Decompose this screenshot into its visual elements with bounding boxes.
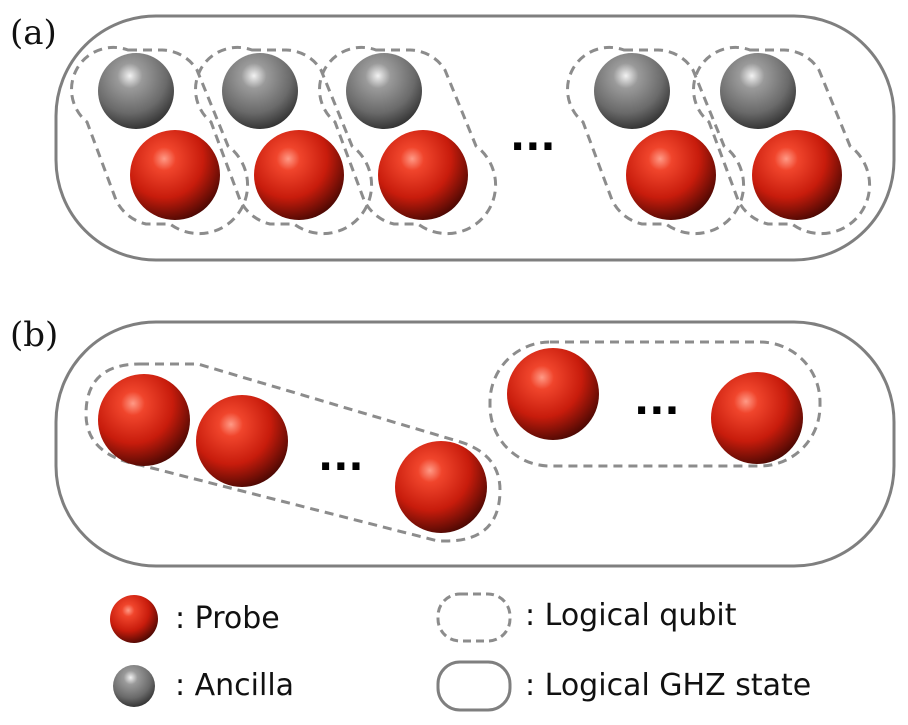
probe-qubit	[711, 372, 803, 464]
ancilla-qubit	[594, 53, 670, 129]
logical-qubit-pair-5	[692, 45, 872, 236]
logical-qubit-pair-3	[318, 45, 498, 236]
probe-qubit	[98, 374, 190, 466]
probe-qubit	[378, 130, 468, 220]
logical-qubit-group-horizontal: ...	[488, 340, 822, 468]
logical-qubit-pair-4	[566, 45, 746, 236]
probe-qubit	[130, 130, 220, 220]
ancilla-qubit	[98, 53, 174, 129]
logical-qubit-outline	[84, 362, 502, 543]
ancilla-qubit	[720, 53, 796, 129]
probe-legend-icon	[110, 595, 158, 643]
legend-item-probe: : Probe	[110, 595, 280, 643]
logical-qubit-outline	[488, 340, 822, 468]
logical-ghz-state-outline-a	[54, 14, 896, 262]
legend-item-logical-ghz: : Logical GHZ state	[436, 660, 811, 712]
logical-qubit-outline	[194, 45, 374, 236]
legend-ancilla-label: : Ancilla	[175, 668, 294, 703]
probe-qubit	[395, 441, 487, 533]
ancilla-qubit	[222, 53, 298, 129]
logical-qubit-outline	[70, 45, 250, 236]
logical-qubit-legend-icon	[436, 592, 512, 643]
panel-a-label: (a)	[10, 13, 57, 53]
ellipsis-a: ...	[510, 114, 556, 160]
legend-item-logical-qubit: : Logical qubit	[436, 592, 737, 643]
legend-probe-label: : Probe	[175, 601, 280, 636]
ellipsis-b2: ...	[634, 378, 680, 424]
legend: : Probe : Ancilla : Logical qubit : Logi…	[110, 592, 811, 712]
probe-qubit	[626, 130, 716, 220]
ellipsis-b1: ...	[318, 434, 364, 480]
logical-qubit-outline	[566, 45, 746, 236]
ancilla-legend-icon	[113, 665, 155, 707]
legend-logical-qubit-label: : Logical qubit	[525, 598, 737, 633]
logical-qubit-outline	[692, 45, 872, 236]
panel-a: (a) ...	[10, 13, 896, 262]
logical-ghz-state-legend-icon	[436, 660, 512, 712]
probe-qubit	[196, 395, 288, 487]
legend-logical-ghz-label: : Logical GHZ state	[525, 668, 811, 703]
probe-qubit	[254, 130, 344, 220]
legend-item-ancilla: : Ancilla	[113, 665, 294, 707]
logical-qubit-pair-2	[194, 45, 374, 236]
logical-qubit-group-tilted: ...	[84, 362, 502, 543]
logical-ghz-state-outline-b	[54, 320, 896, 568]
panel-b-label: (b)	[10, 315, 58, 355]
probe-qubit	[752, 130, 842, 220]
logical-qubit-outline	[318, 45, 498, 236]
panel-b: (b) ... ...	[10, 315, 896, 568]
probe-qubit	[507, 348, 599, 440]
ancilla-qubit	[346, 53, 422, 129]
logical-qubit-pair-1	[70, 45, 250, 236]
